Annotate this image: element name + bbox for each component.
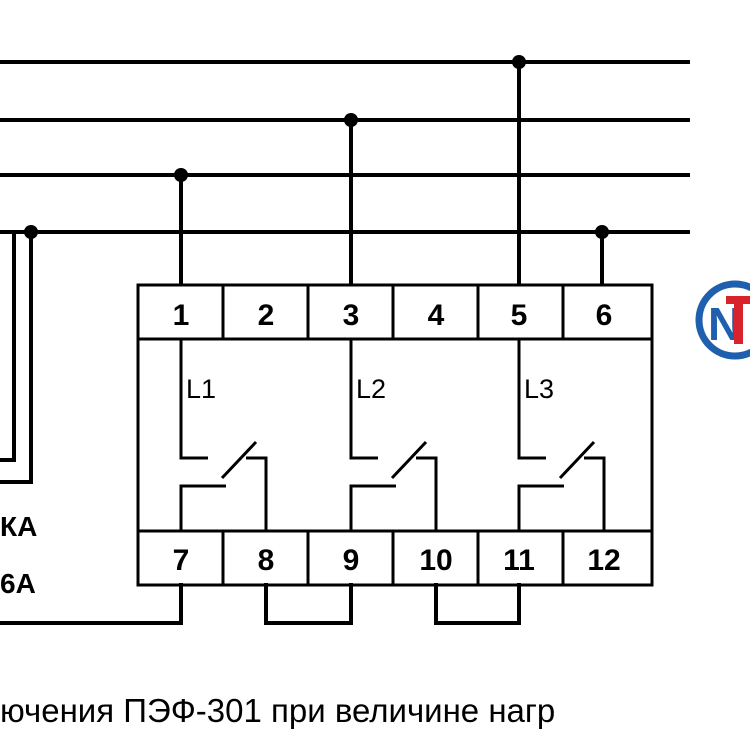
contact-l2: L2 <box>349 339 438 531</box>
contact-l1-no-wire <box>246 456 268 531</box>
terminal-7-label: 7 <box>173 544 190 577</box>
terminal-12-label: 12 <box>587 544 620 577</box>
contact-l2-no-wire <box>416 456 438 531</box>
logo-t-stem <box>734 296 743 344</box>
junction-dot-6 <box>595 225 609 239</box>
terminal-9-label: 9 <box>343 544 360 577</box>
brand-logo: N <box>695 280 750 360</box>
contact-l1-label: L1 <box>186 374 216 404</box>
contact-l3-out-wire <box>517 484 564 531</box>
terminal-5-label: 5 <box>511 299 528 332</box>
contact-l1-out-wire <box>179 484 226 531</box>
contact-l1: L1 <box>179 339 268 531</box>
contact-l2-out-wire <box>349 484 396 531</box>
contact-l3-input <box>517 339 546 460</box>
output-wire-7 <box>0 583 183 625</box>
junction-dot-1 <box>174 168 188 182</box>
terminal-10-label: 10 <box>419 544 452 577</box>
terminal-4-label: 4 <box>428 299 445 332</box>
terminal-3-label: 3 <box>343 299 360 332</box>
terminal-11-label: 11 <box>503 544 535 577</box>
contact-l3-no-wire <box>584 456 606 531</box>
terminal-6-label: 6 <box>596 299 613 332</box>
junction-dot-5 <box>512 55 526 69</box>
contact-l3: L3 <box>517 339 606 531</box>
contact-l1-input <box>179 339 208 460</box>
jumper-10-11 <box>434 583 521 625</box>
junction-dot-3 <box>344 113 358 127</box>
terminal-2-label: 2 <box>258 299 275 332</box>
contact-l2-label: L2 <box>356 374 386 404</box>
jumper-8-9 <box>264 583 353 625</box>
relay-body <box>136 283 654 587</box>
terminal-1-label: 1 <box>173 299 190 332</box>
side-label-6a: 6А <box>0 568 36 599</box>
contact-l3-blade <box>558 440 596 480</box>
contact-l1-blade <box>220 440 258 480</box>
diagram-caption: ючения ПЭФ-301 при величине нагр <box>0 692 555 729</box>
terminal-8-label: 8 <box>258 544 275 577</box>
contact-l2-input <box>349 339 378 460</box>
side-label-ka: КА <box>0 511 37 542</box>
contact-l3-label: L3 <box>524 374 554 404</box>
logo-ring <box>695 280 750 360</box>
contact-l2-blade <box>390 440 428 480</box>
